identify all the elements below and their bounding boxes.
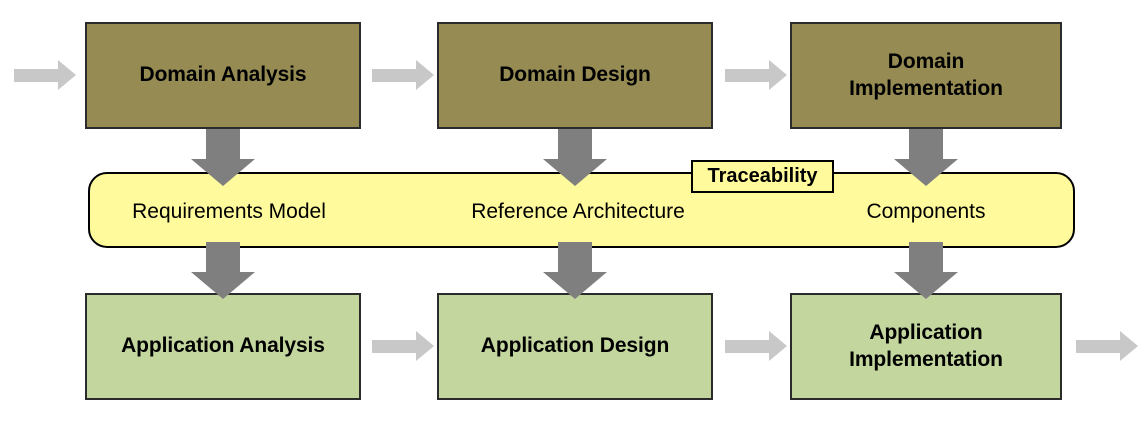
arrow-head xyxy=(769,331,787,361)
arrow-head xyxy=(543,272,607,299)
artifact-label-text: Requirements Model xyxy=(132,200,326,223)
process-box-application-implementation[interactable]: Application Implementation xyxy=(790,293,1062,400)
arrow-reference-architecture-to-application-design xyxy=(542,242,608,299)
arrow-shaft xyxy=(725,69,771,82)
arrow-exit-application xyxy=(1076,331,1138,361)
arrow-head xyxy=(894,272,958,299)
arrow-head xyxy=(894,159,958,186)
arrow-head xyxy=(191,159,255,186)
process-box-label-line-2: Implementation xyxy=(849,76,1003,100)
arrow-domain-design-to-reference-architecture xyxy=(542,129,608,186)
arrow-domain-analysis-to-domain-design xyxy=(372,60,434,90)
process-box-label: Domain Design xyxy=(499,63,651,87)
artifact-label-requirements-model: Requirements Model xyxy=(88,200,370,224)
arrow-head xyxy=(58,60,76,90)
arrow-shaft xyxy=(372,340,418,353)
arrow-application-analysis-to-application-design xyxy=(372,331,434,361)
arrow-shaft xyxy=(206,242,240,274)
arrow-shaft xyxy=(558,129,592,161)
arrow-components-to-application-implementation xyxy=(893,242,959,299)
artifact-label-reference-architecture: Reference Architecture xyxy=(437,200,719,224)
arrow-head xyxy=(769,60,787,90)
arrow-shaft xyxy=(725,340,771,353)
arrow-entry-domain xyxy=(14,60,76,90)
arrow-shaft xyxy=(14,69,60,82)
process-box-label-line-1: Application xyxy=(869,321,983,345)
arrow-head xyxy=(543,159,607,186)
process-box-label: Application Implementation xyxy=(849,320,1003,373)
process-box-label: Application Analysis xyxy=(121,334,325,358)
arrow-domain-implementation-to-components xyxy=(893,129,959,186)
arrow-shaft xyxy=(909,242,943,274)
process-box-domain-analysis[interactable]: Domain Analysis xyxy=(85,22,361,129)
process-box-label-line-2: Implementation xyxy=(849,347,1003,371)
process-box-domain-design[interactable]: Domain Design xyxy=(437,22,713,129)
process-box-label-line-1: Domain xyxy=(887,50,965,74)
arrow-head xyxy=(416,331,434,361)
arrow-shaft xyxy=(909,129,943,161)
traceability-label: Traceability xyxy=(707,165,818,187)
process-box-domain-implementation[interactable]: Domain Implementation xyxy=(790,22,1062,129)
arrow-requirements-model-to-application-analysis xyxy=(190,242,256,299)
traceability-callout[interactable]: Traceability xyxy=(691,160,834,193)
arrow-domain-analysis-to-requirements-model xyxy=(190,129,256,186)
arrow-application-design-to-application-implementation xyxy=(725,331,787,361)
process-box-label: Domain Analysis xyxy=(139,63,307,87)
arrow-shaft xyxy=(206,129,240,161)
artifact-label-text: Components xyxy=(866,200,986,223)
artifact-label-text: Reference Architecture xyxy=(471,200,685,223)
process-box-application-design[interactable]: Application Design xyxy=(437,293,713,400)
process-box-label: Application Design xyxy=(480,334,670,358)
arrow-head xyxy=(416,60,434,90)
arrow-domain-design-to-domain-implementation xyxy=(725,60,787,90)
arrow-head xyxy=(191,272,255,299)
arrow-head xyxy=(1120,331,1138,361)
process-box-label: Domain Implementation xyxy=(849,49,1003,102)
arrow-shaft xyxy=(558,242,592,274)
artifact-label-components: Components xyxy=(790,200,1062,224)
arrow-shaft xyxy=(372,69,418,82)
process-box-application-analysis[interactable]: Application Analysis xyxy=(85,293,361,400)
arrow-shaft xyxy=(1076,340,1122,353)
